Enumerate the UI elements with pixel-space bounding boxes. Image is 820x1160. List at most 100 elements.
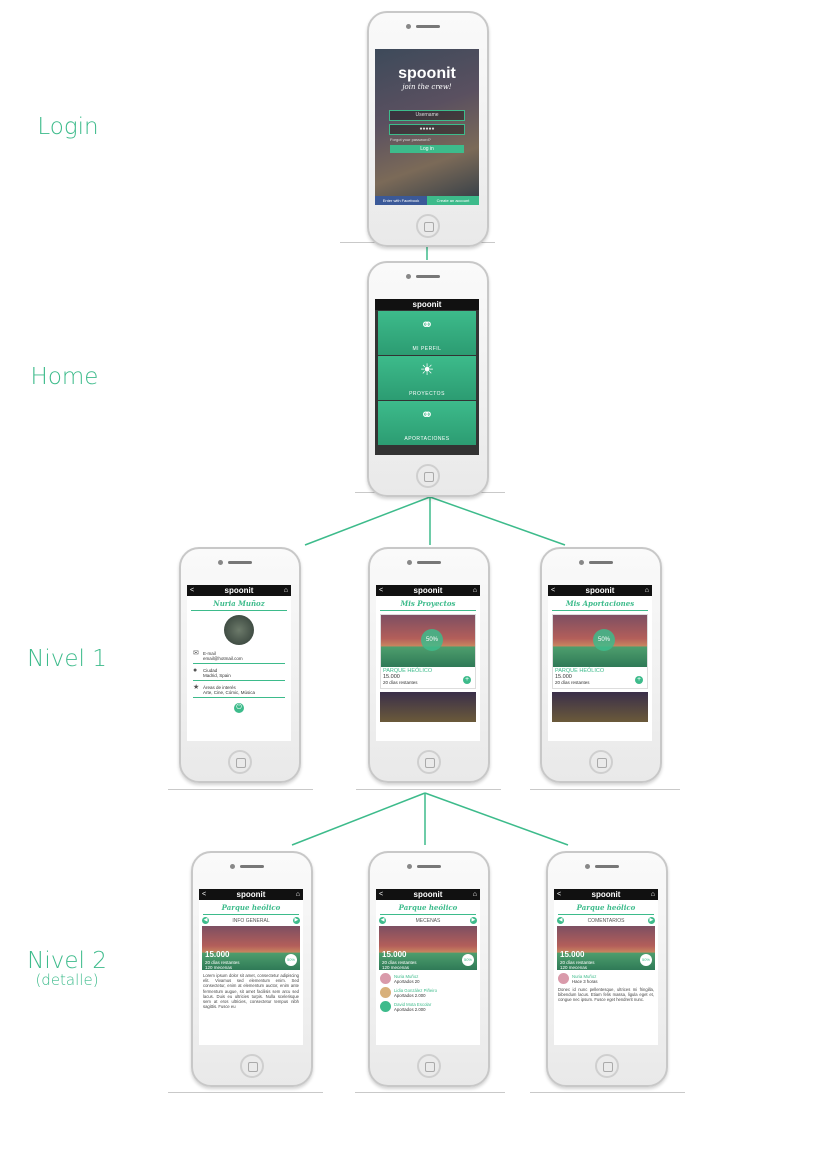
detail-title: Parque heólico — [558, 900, 654, 915]
connector-home-contributions — [429, 496, 566, 546]
phone-shadow — [356, 789, 501, 790]
avatar — [558, 973, 569, 984]
tile-aportaciones[interactable]: ⚭ APORTACIONES — [378, 401, 476, 445]
tile-mi-perfil[interactable]: ⚭ MI PERFIL — [378, 311, 476, 355]
next-tab-icon[interactable]: ▶ — [292, 917, 300, 924]
project-name: PARQUE HEÓLICO — [383, 668, 433, 674]
phone-contributions: <spoonit⌂ Mis Aportaciones 50% PARQUE HE… — [540, 547, 662, 783]
camera-icon — [585, 864, 590, 869]
home-icon[interactable]: ⌂ — [472, 587, 477, 594]
city-value: Madrid, Spain — [203, 673, 231, 678]
star-icon: ★ — [193, 684, 200, 691]
plus-icon[interactable]: + — [463, 676, 471, 684]
percent-badge: 50% — [285, 954, 297, 966]
phone-shadow — [530, 789, 680, 790]
patron-name: David Mota Escolar — [394, 1001, 432, 1007]
phone-home: spoonit ⚭ MI PERFIL ☀ PROYECTOS ⚭ APORTA… — [367, 261, 489, 497]
next-tab-icon[interactable]: ▶ — [469, 917, 477, 924]
prev-tab-icon[interactable]: ◀ — [202, 917, 209, 924]
login-button[interactable]: Log in — [390, 145, 464, 153]
home-icon[interactable]: ⌂ — [650, 891, 655, 898]
tab-nav: ◀ MECENAS ▶ — [379, 917, 477, 924]
contribution-card[interactable]: 50% PARQUE HEÓLICO 15.000 20 días restan… — [552, 614, 648, 689]
home-button[interactable] — [417, 750, 441, 774]
back-icon[interactable]: < — [190, 587, 195, 594]
patron-amount: Aportados 2.000 — [394, 992, 426, 998]
connector-home-profile — [304, 496, 431, 546]
interests-label: Áreas de interés — [203, 685, 236, 690]
back-icon[interactable]: < — [379, 587, 384, 594]
username-field[interactable]: Username — [389, 110, 465, 121]
tab-info-general[interactable]: INFO GENERAL — [232, 917, 270, 924]
tab-mecenas[interactable]: MECENAS — [415, 917, 441, 924]
home-button[interactable] — [417, 1054, 441, 1078]
prev-tab-icon[interactable]: ◀ — [379, 917, 386, 924]
app-header: < spoonit ⌂ — [554, 889, 658, 900]
camera-icon — [407, 560, 412, 565]
prev-tab-icon[interactable]: ◀ — [557, 917, 564, 924]
projects-title: Mis Proyectos — [380, 596, 476, 611]
home-button[interactable] — [595, 1054, 619, 1078]
comment-author: Nuria Muñoz — [572, 973, 597, 979]
app-logo: spoonit — [591, 890, 621, 899]
power-icon[interactable]: ⏻ — [234, 703, 244, 713]
back-icon[interactable]: < — [379, 891, 384, 898]
app-logo: spoonit — [398, 65, 456, 82]
project-image: 50% — [381, 615, 475, 667]
speaker-icon — [228, 561, 252, 564]
plus-icon[interactable]: + — [635, 676, 643, 684]
back-icon[interactable]: < — [551, 587, 556, 594]
back-icon[interactable]: < — [202, 891, 207, 898]
home-icon[interactable]: ⌂ — [472, 891, 477, 898]
home-icon[interactable]: ⌂ — [295, 891, 300, 898]
phone-shadow — [530, 1092, 685, 1093]
next-tab-icon[interactable]: ▶ — [647, 917, 655, 924]
tab-comentarios[interactable]: COMENTARIOS — [587, 917, 625, 924]
home-button[interactable] — [228, 750, 252, 774]
detail-days: 20 días restantes — [560, 960, 595, 965]
forgot-password-link[interactable]: Forgot your password? — [390, 137, 431, 142]
create-account-button[interactable]: Create an account — [427, 196, 479, 205]
home-button[interactable] — [240, 1054, 264, 1078]
tile-proyectos[interactable]: ☀ PROYECTOS — [378, 356, 476, 400]
tagline: join the crew! — [402, 83, 452, 91]
app-logo: spoonit — [412, 300, 442, 309]
back-icon[interactable]: < — [557, 891, 562, 898]
home-icon[interactable]: ⌂ — [644, 587, 649, 594]
detail-title: Parque heólico — [380, 900, 476, 915]
percent-badge: 50% — [421, 629, 443, 651]
app-logo: spoonit — [413, 890, 443, 899]
connector-projects-comments — [424, 792, 569, 846]
percent-badge: 50% — [462, 954, 474, 966]
password-field[interactable]: ●●●●● — [389, 124, 465, 135]
home-button[interactable] — [416, 464, 440, 488]
location-icon: ● — [193, 667, 198, 674]
avatar — [380, 987, 391, 998]
speaker-icon — [416, 25, 440, 28]
tab-nav: ◀ INFO GENERAL ▶ — [202, 917, 300, 924]
project-card-preview[interactable] — [380, 692, 476, 722]
phone-shadow — [168, 1092, 323, 1093]
avatar — [224, 615, 254, 645]
contribution-card-preview[interactable] — [552, 692, 648, 722]
project-image: 50% — [553, 615, 647, 667]
interests-value: Arte, Cine, Cómic, Música — [203, 690, 256, 695]
home-button[interactable] — [416, 214, 440, 238]
avatar — [380, 1001, 391, 1012]
speaker-icon — [240, 865, 264, 868]
app-header: <spoonit⌂ — [548, 585, 652, 596]
facebook-button[interactable]: Enter with Facebook — [375, 196, 427, 205]
level-label-login: Login — [37, 114, 99, 140]
project-card[interactable]: 50% PARQUE HEÓLICO 15.000 20 días restan… — [380, 614, 476, 689]
app-header: <spoonit⌂ — [199, 889, 303, 900]
detail-patrons-count: 120 mecenas — [205, 965, 233, 970]
tile-label: MI PERFIL — [412, 346, 442, 352]
home-button[interactable] — [589, 750, 613, 774]
home-icon[interactable]: ⌂ — [283, 587, 288, 594]
